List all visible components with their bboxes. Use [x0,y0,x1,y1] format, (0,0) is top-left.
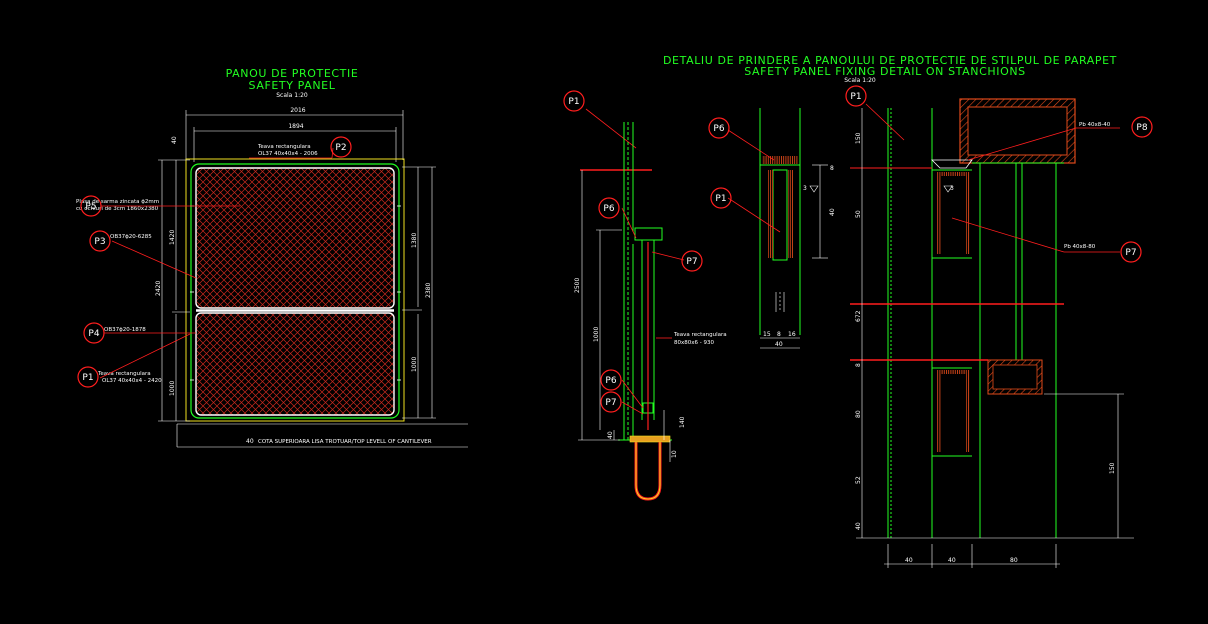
sec-c-dim-left-2: 50 [855,210,862,218]
svg-text:P6: P6 [605,376,616,386]
tag-sec-b-p6: P6 [708,117,730,139]
sec-a-dim-foot: 10 [671,450,678,458]
sec-b-dim-bottom-2: 8 [777,331,781,338]
detail-title-ro: DETALIU DE PRINDERE A PANOULUI DE PROTEC… [663,54,1117,67]
sec-c-dim-bottom-1: 40 [905,557,913,564]
dim-right-total: 2380 [425,283,432,298]
sec-b-dim-side: 40 [829,208,836,216]
fixing-detail-view: DETALIU DE PRINDERE A PANOULUI DE PROTEC… [574,54,1134,568]
tag-p3: P3 [89,230,111,252]
note-p2-line1: Teava rectangulara [257,144,311,150]
svg-text:P7: P7 [1125,248,1136,258]
tag-sec-a-p1: P1 [563,90,585,112]
sec-c-dim-bottom-3: 80 [1010,557,1018,564]
sec-a-dim-middle: 1000 [593,327,600,342]
tag-sec-b-p1: P1 [710,187,732,209]
tag-p2: P2 [330,136,352,158]
sec-c-dim-left-7: 40 [855,522,862,530]
note-p4: OB37ϕ20-1878 [104,327,146,333]
svg-text:P1: P1 [82,373,93,383]
sec-b-dim-bottom-3: 16 [788,331,796,338]
dim-left-total: 2420 [155,281,162,296]
dim-inner-width: 1894 [288,123,303,130]
sec-a-dim-bottom: 40 [607,431,614,439]
sec-c-dim-left-5: 80 [855,410,862,418]
panel-ground-line [176,423,468,448]
dim-overall-width: 2016 [290,107,305,114]
note-p1-line2: OL37 40x40x4 - 2420 [102,378,162,384]
panel-leader-lines [99,147,334,379]
tag-sec-a-p6-top: P6 [598,197,620,219]
svg-text:P6: P6 [603,204,614,214]
safety-panel-view: PANOU DE PROTECTIE SAFETY PANEL Scala 1:… [76,67,468,448]
sec-b-dim-bottom-1: 15 [763,331,771,338]
tag-markers: P2 P5 P3 P4 P1 P1 P6 P7 P6 P7 P6 P1 P1 P… [77,85,1153,413]
sec-c-dim-left-1: 150 [855,132,862,144]
panel-left-dimensions [158,159,190,422]
svg-text:P4: P4 [88,329,99,339]
sec-c-note-p8: Pb 40x8-40 [1079,122,1111,128]
sec-c-dim-left-4: 8 [855,363,862,367]
sec-c-dim-left-3: 672 [855,310,862,322]
tag-p1-left: P1 [77,366,99,388]
dim-top-offset: 40 [171,136,178,144]
svg-text:P1: P1 [715,194,726,204]
panel-title-ro: PANOU DE PROTECTIE [226,67,359,80]
detail-title-en: SAFETY PANEL FIXING DETAIL ON STANCHIONS [744,65,1026,78]
sec-a-dim-total: 2500 [574,278,581,293]
panel-outer-frame [185,158,405,422]
note-p3: OB37ϕ20-6285 [110,234,152,240]
section-c: 3 150 50 672 8 80 52 40 150 40 40 [850,98,1134,568]
dim-right-top: 1380 [411,233,418,248]
tag-sec-a-p7-top: P7 [681,250,703,272]
panel-bottom-label: COTA SUPERIOARA LISA TROTUAR/TOP LEVELL … [258,439,432,445]
note-p1-line1: Teava rectangulara [97,371,151,377]
dim-bottom-small: 40 [246,438,254,445]
detail-scale: Scala 1:20 [844,77,876,84]
svg-text:P7: P7 [605,398,616,408]
panel-mesh-lower [195,312,395,416]
sec-b-dim-top: 8 [830,165,834,172]
sec-b-weld: 3 [803,185,807,192]
sec-c-weld: 3 [950,185,954,192]
note-p5-line2: cu ochiuri de 3cm 1860x2380 [76,206,159,212]
svg-text:P1: P1 [850,92,861,102]
panel-title-en: SAFETY PANEL [249,79,336,92]
sec-a-note-line1: Teava rectangulara [673,332,727,338]
panel-top-dimensions [185,110,404,162]
panel-right-dimensions [402,166,436,419]
tag-sec-c-p1: P1 [845,85,867,107]
tag-sec-c-p8: P8 [1131,116,1153,138]
sec-c-note-p7: Pb 40x8-80 [1064,244,1096,250]
dim-left-bottom: 1000 [169,381,176,396]
tag-sec-a-p6-bottom: P6 [600,369,622,391]
svg-text:P5: P5 [85,202,96,212]
tag-p5: P5 [80,195,102,217]
svg-text:P2: P2 [335,143,346,153]
note-p5-line1: Plasa de sarma zincata ϕ2mm [76,199,159,205]
sec-c-dim-left-6: 52 [855,476,862,484]
tag-p4: P4 [83,322,105,344]
note-p2-line2: OL37 40x40x4 - 2006 [258,151,318,157]
sec-c-dim-bottom-2: 40 [948,557,956,564]
svg-text:P3: P3 [94,237,105,247]
sec-b-dim-total: 40 [775,341,783,348]
dim-right-bottom: 1000 [411,357,418,372]
svg-text:P6: P6 [713,124,724,134]
sec-a-note-line2: 80x80x6 - 930 [674,340,714,346]
section-b: 8 40 3 15 8 16 40 [727,108,836,349]
panel-mesh-upper [195,167,395,309]
dim-left-top: 1420 [169,230,176,245]
svg-text:P7: P7 [686,257,697,267]
sec-a-dim-bottom-right: 140 [679,416,686,428]
svg-text:P8: P8 [1136,123,1147,133]
panel-scale: Scala 1:20 [276,92,308,99]
section-a: 2500 1000 40 140 10 Teava rectangulara 8… [574,108,727,501]
tag-sec-c-p7: P7 [1120,241,1142,263]
sec-c-dim-right: 150 [1109,462,1116,474]
panel-tube-frame [190,163,400,419]
svg-text:P1: P1 [568,97,579,107]
tag-sec-a-p7-bottom: P7 [600,391,622,413]
